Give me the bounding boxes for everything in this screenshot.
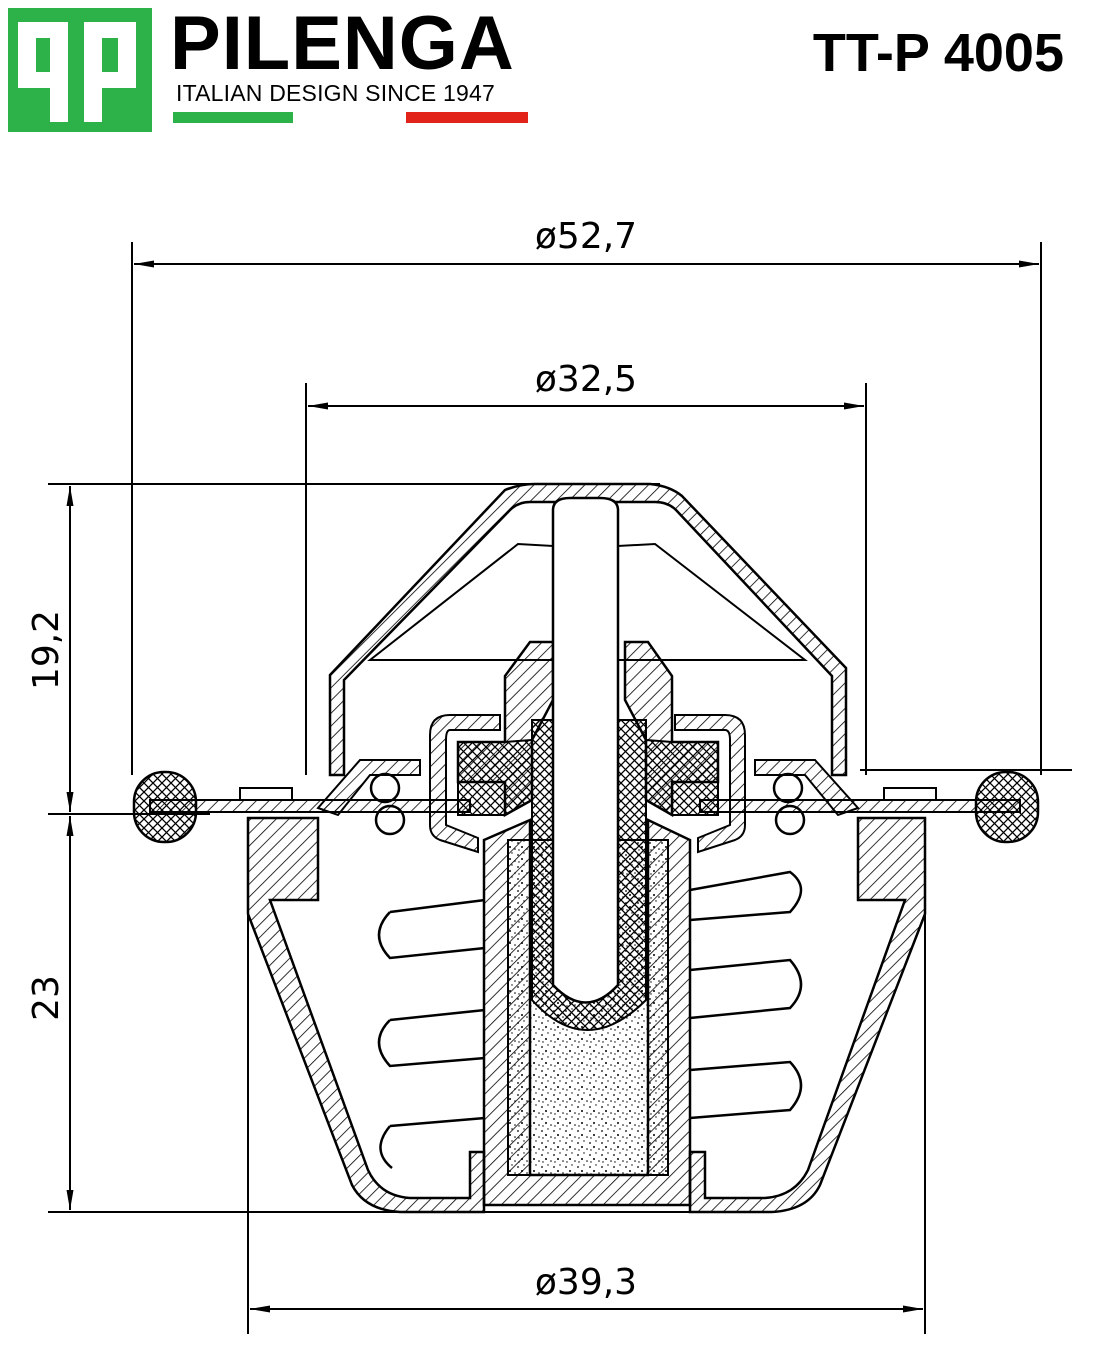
italy-green-stripe [173, 112, 293, 123]
dimension-lines [48, 242, 1072, 1334]
lower-cage [246, 816, 927, 1214]
dim-lower-height: 23 [26, 975, 67, 1021]
wax-element [456, 496, 720, 1207]
header: PILENGA ITALIAN DESIGN SINCE 1947 TT-P 4… [0, 0, 1098, 150]
dim-upper-height: 19,2 [26, 610, 67, 690]
italy-red-stripe [406, 112, 528, 123]
brand-tagline: ITALIAN DESIGN SINCE 1947 [176, 80, 496, 106]
part-number: TT-P 4005 [812, 23, 1064, 83]
dim-flange-diameter: ø52,7 [535, 216, 637, 257]
spring [369, 772, 806, 1169]
valve-plate [316, 714, 860, 854]
brand-name: PILENGA [170, 1, 515, 86]
dim-valve-diameter: ø32,5 [535, 359, 637, 400]
dim-body-diameter: ø39,3 [535, 1262, 637, 1303]
qp-logo-icon [8, 8, 152, 132]
